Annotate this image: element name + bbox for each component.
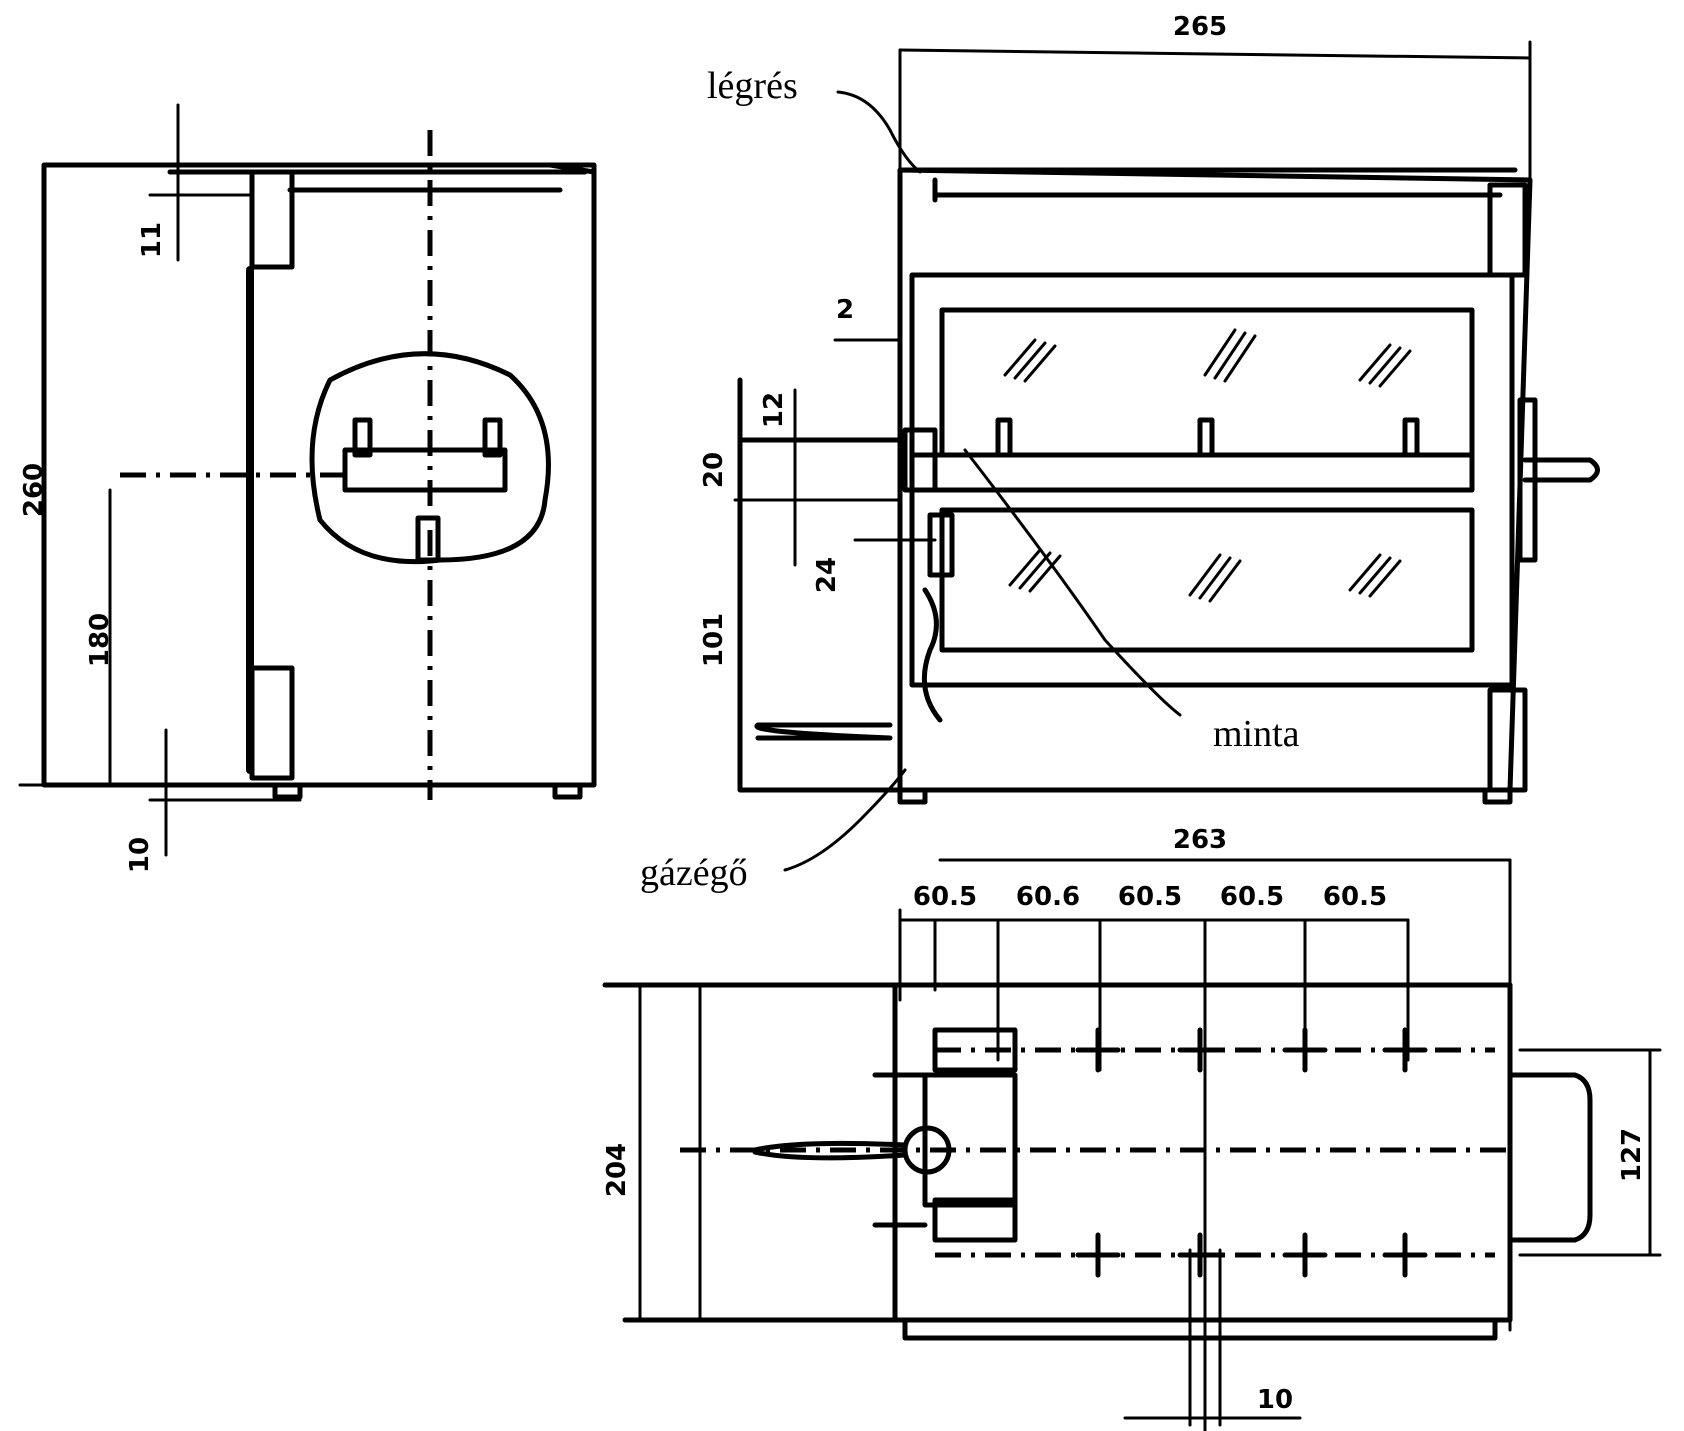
side-rod-right	[1522, 457, 1600, 483]
leader-sample	[963, 448, 1182, 717]
leader-air-gap	[836, 90, 922, 174]
dim-side-20: 20	[699, 452, 729, 488]
side-shell	[897, 167, 1533, 793]
plan-gas-pipe	[752, 1140, 908, 1161]
dim-front-260: 260	[19, 463, 49, 517]
dim-front-11: 11	[137, 222, 167, 258]
side-sample-rail	[909, 452, 1475, 493]
side-glass-upper	[939, 307, 1475, 458]
dim-side-24: 24	[812, 557, 842, 593]
dim-front-180: 180	[85, 613, 115, 667]
dim-side-12: 12	[759, 392, 789, 428]
front-sample-holder	[342, 447, 508, 493]
side-view	[733, 40, 1600, 805]
side-foot-right	[1482, 787, 1513, 805]
plan-view	[602, 858, 1662, 1431]
plan-sample-marks	[1075, 1027, 1428, 1278]
front-hinge-bottom	[249, 665, 295, 781]
leader-gas-burner	[783, 768, 907, 872]
dim-pitch-4: 60.5	[1220, 882, 1284, 912]
glass-hatch	[1003, 328, 1412, 603]
dim-side-2: 2	[836, 295, 854, 325]
plan-burner-valve	[902, 1125, 952, 1175]
dim-side-101: 101	[699, 613, 729, 667]
dim-pitch-3: 60.5	[1118, 882, 1182, 912]
side-burner-box	[737, 377, 903, 793]
front-foot-left	[272, 782, 303, 800]
front-view	[18, 103, 597, 857]
label-air-gap: légrés	[707, 65, 798, 107]
dim-side-265: 265	[1173, 12, 1227, 42]
side-door-frame	[909, 272, 1515, 688]
front-foot-right	[552, 782, 583, 800]
front-top-bar	[167, 169, 588, 193]
dim-plan-204: 204	[602, 1143, 632, 1197]
front-window	[309, 351, 551, 565]
side-hinge-top	[1487, 182, 1528, 278]
front-hinge-top	[249, 169, 295, 270]
dim-pitch-1: 60.5	[913, 882, 977, 912]
label-sample: minta	[1213, 713, 1300, 755]
dim-pitch-2: 60.6	[1016, 882, 1080, 912]
plan-burner-block	[922, 1072, 1018, 1208]
side-glass-lower	[939, 507, 1475, 653]
side-foot-left	[897, 787, 928, 805]
side-burner-pipe	[754, 722, 893, 741]
side-top-handle	[902, 167, 1518, 203]
side-hinge-bottom	[1487, 687, 1528, 793]
dim-plan-10: 10	[1257, 1385, 1293, 1415]
dim-front-10: 10	[125, 837, 155, 873]
dim-plan-127: 127	[1617, 1128, 1647, 1182]
dim-pitch-5: 60.5	[1323, 882, 1387, 912]
plan-handle	[1507, 1072, 1593, 1243]
dim-plan-263: 263	[1173, 825, 1227, 855]
label-gas-burner: gázégő	[640, 852, 748, 894]
